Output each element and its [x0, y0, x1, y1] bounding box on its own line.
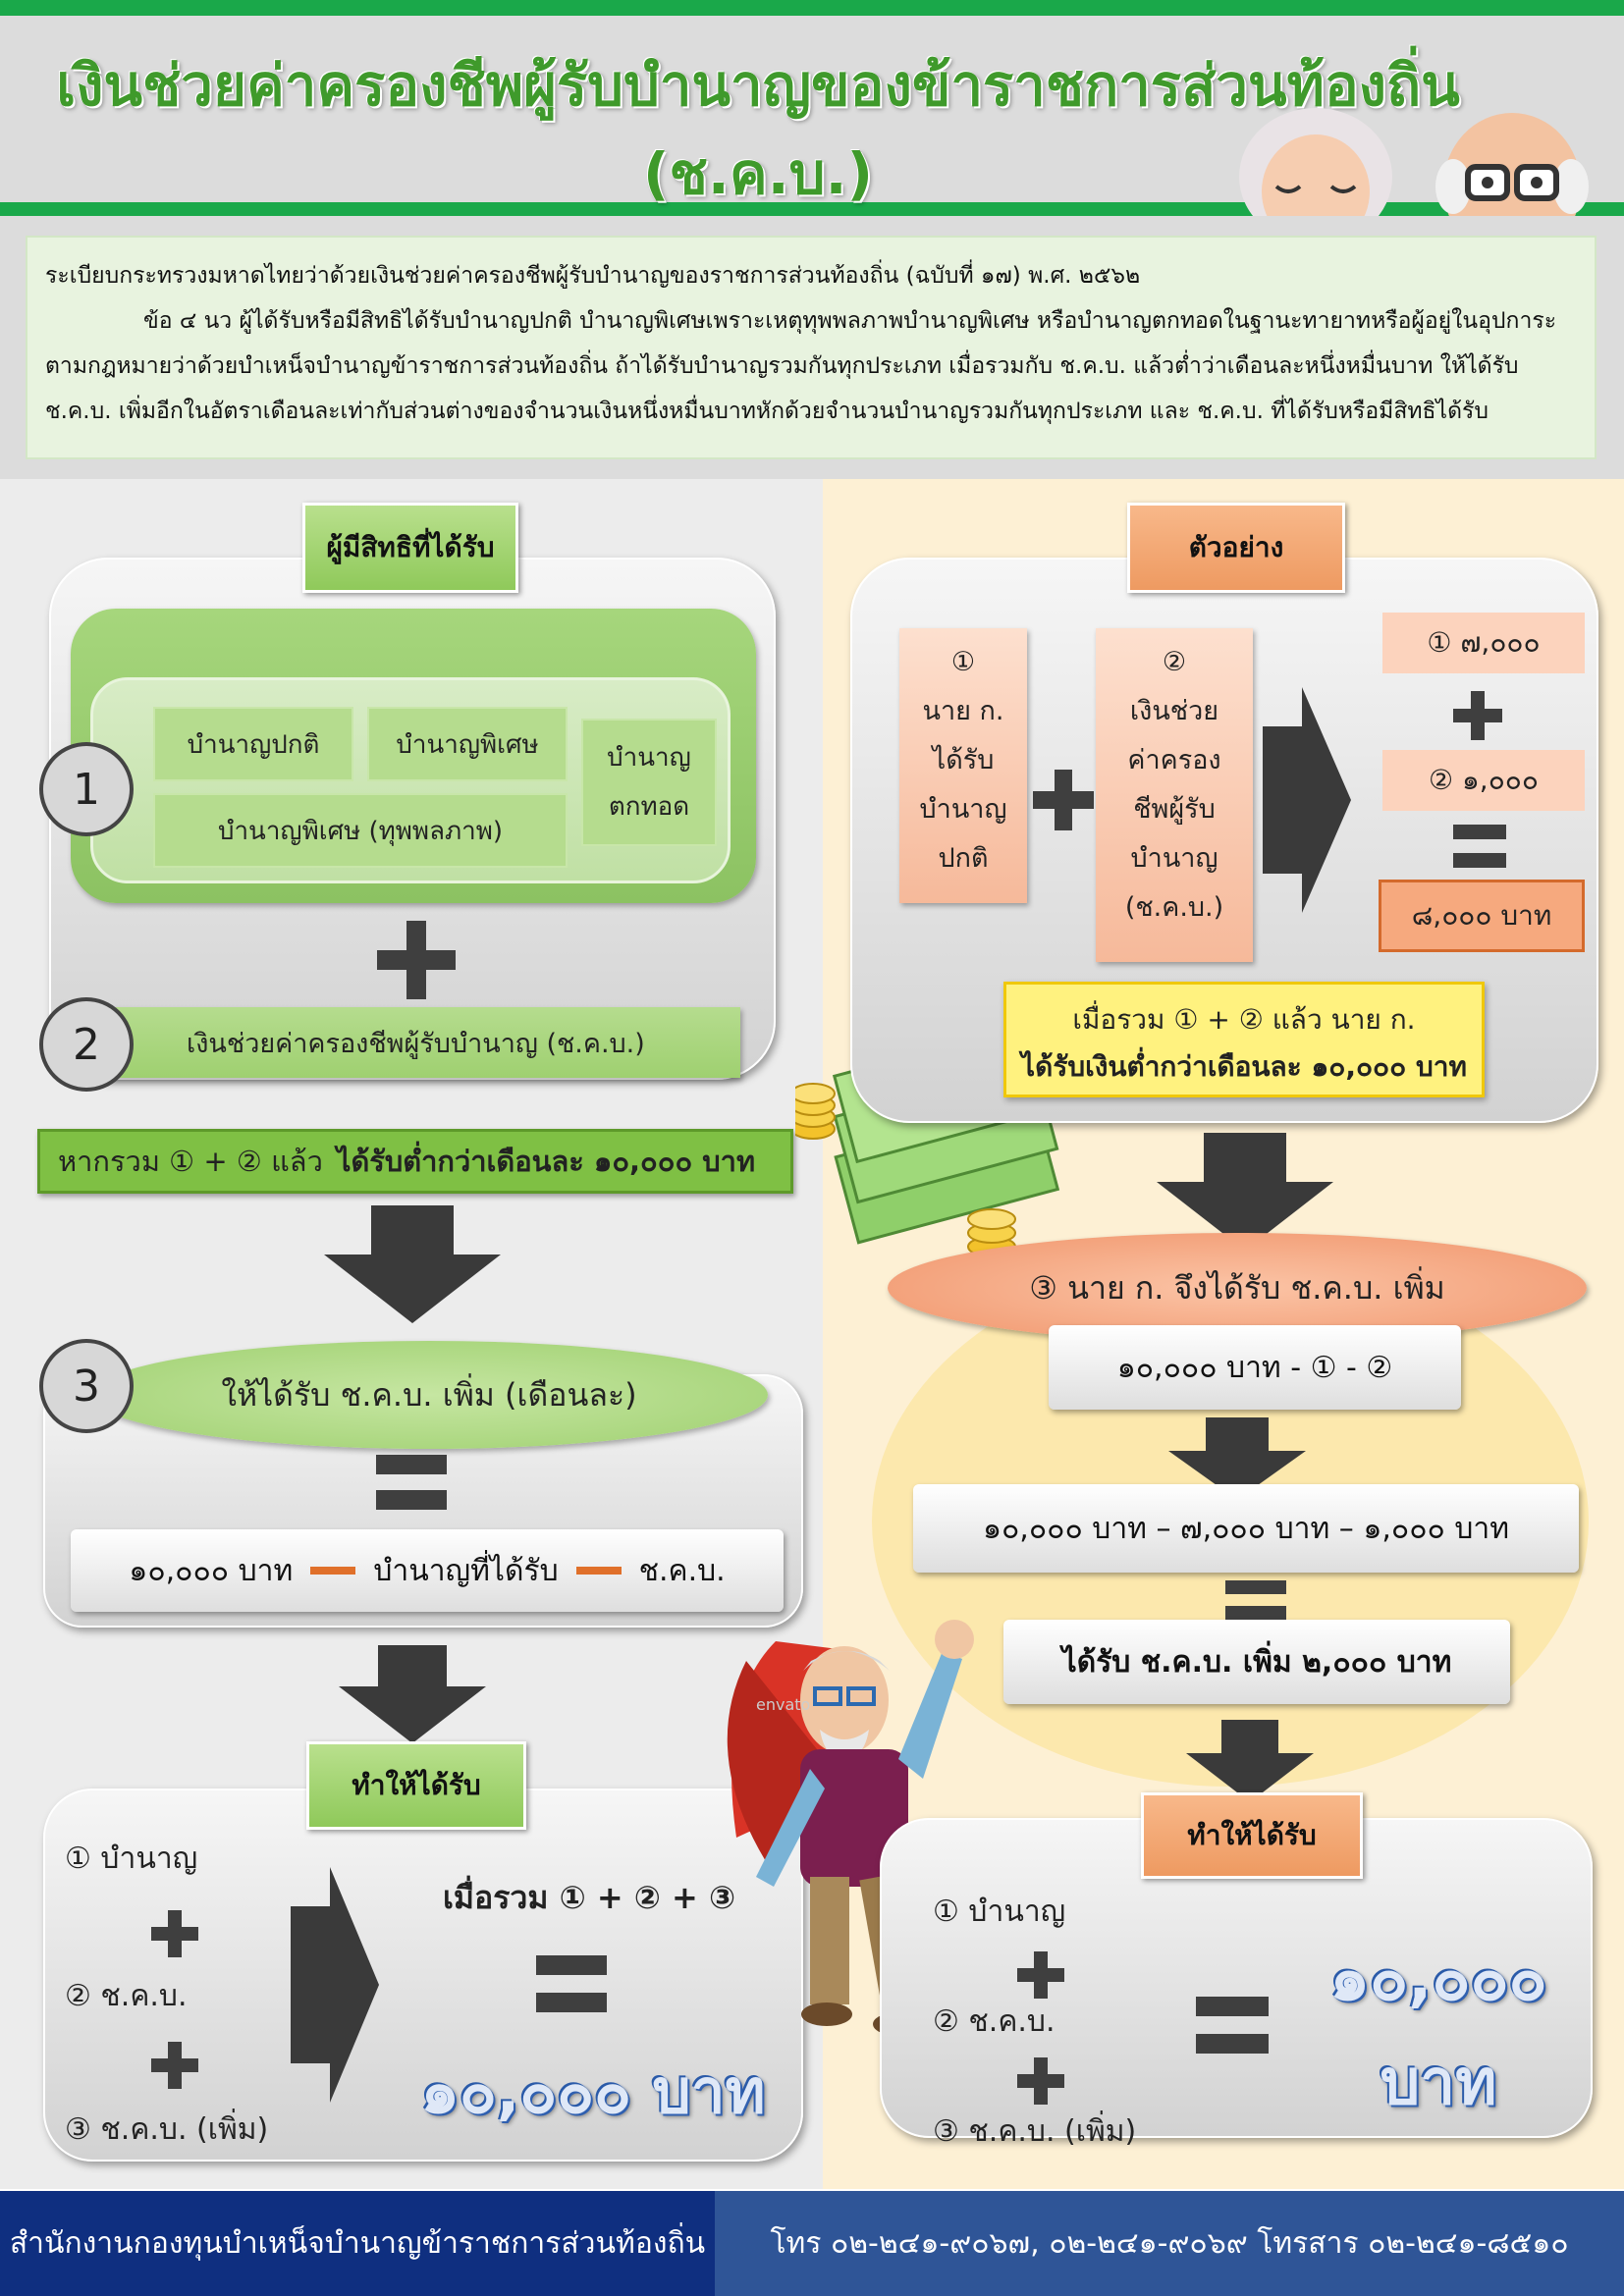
result-item-pension: ① บำนาญ [65, 1842, 198, 1876]
box-line: บำนาญ [1130, 843, 1218, 874]
down-arrow-icon [324, 1205, 501, 1323]
plus-icon [1453, 691, 1502, 740]
example-box-chkb: ② เงินช่วย ค่าครอง ชีพผู้รับ บำนาญ (ช.ค.… [1096, 628, 1253, 962]
sum-text: เมื่อรวม ① + ② + ③ [442, 1879, 736, 1916]
pension-type-disability: บำนาญพิเศษ (ทุพพลภาพ) [153, 793, 568, 868]
footer-office: สำนักงานกองทุนบำเหน็จบำนาญข้าราชการส่วนท… [0, 2191, 715, 2296]
example-value-pension: ① ๗,๐๐๐ [1382, 613, 1585, 673]
equals-icon [1196, 1997, 1269, 2054]
result-panel [43, 1789, 803, 2162]
example-note: เมื่อรวม ① + ② แล้ว นาย ก. ได้รับเงินต่ำ… [1003, 982, 1485, 1097]
step-3-header: ให้ได้รับ ช.ค.บ. เพิ่ม (เดือนละ) [90, 1341, 768, 1449]
box-line: ค่าครอง [1127, 745, 1221, 775]
box-line: บำนาญ [919, 794, 1007, 825]
formula-chkb: ช.ค.บ. [638, 1553, 726, 1588]
down-arrow-icon [339, 1645, 486, 1743]
result-label: ทำให้ได้รับ [306, 1741, 526, 1830]
minus-icon [310, 1567, 356, 1575]
equals-icon [1453, 825, 1506, 868]
box-line: ได้รับ [932, 745, 995, 775]
pension-type-inherited: บำนาญ ตกทอด [581, 719, 717, 846]
watermark-text: envato [756, 1695, 810, 1714]
box-line: ปกติ [938, 843, 989, 874]
regulation-box: ระเบียบกระทรวงมหาดไทยว่าด้วยเงินช่วยค่าค… [26, 236, 1597, 459]
formula-pension: บำนาญที่ได้รับ [373, 1553, 559, 1588]
pension-type-regular: บำนาญปกติ [153, 707, 353, 781]
box-line: เงินช่วย [1129, 696, 1219, 726]
example-result-item-chkb: ② ช.ค.บ. [933, 2004, 1056, 2039]
example-result-item-chkb-extra: ③ ช.ค.บ. (เพิ่ม) [933, 2114, 1137, 2149]
example-note-line1: เมื่อรวม ① + ② แล้ว นาย ก. [1072, 1003, 1416, 1036]
condition-prefix: หากรวม ① + ② แล้ว [58, 1145, 323, 1178]
eligible-label: ผู้มีสิทธิที่ได้รับ [302, 503, 518, 593]
page-subtitle: (ช.ค.บ.) [642, 140, 874, 207]
down-arrow-icon [1157, 1133, 1333, 1251]
step-2-number: 2 [39, 997, 134, 1092]
box-line: (ช.ค.บ.) [1124, 892, 1224, 923]
box-line: นาย ก. [922, 696, 1004, 726]
calc-step-2: ๑๐,๐๐๐ บาท – ๗,๐๐๐ บาท – ๑,๐๐๐ บาท [913, 1484, 1579, 1573]
box-number: ① [950, 647, 976, 677]
page-title: เงินช่วยค่าครองชีพผู้รับบำนาญของข้าราชกา… [56, 52, 1460, 119]
plus-icon [151, 2042, 198, 2089]
box-number: ② [1162, 647, 1187, 677]
equals-icon [1225, 1580, 1286, 1620]
footer-contact: โทร ๐๒-๒๔๑-๙๐๖๗, ๐๒-๒๔๑-๙๐๖๙ โทรสาร ๐๒-๒… [770, 2226, 1569, 2261]
step-1-number: 1 [39, 742, 134, 836]
regulation-paragraph: ข้อ ๔ นว ผู้ได้รับหรือมีสิทธิได้รับบำนาญ… [45, 308, 1557, 424]
right-arrow-icon [291, 1867, 379, 2103]
regulation-heading: ระเบียบกระทรวงมหาดไทยว่าด้วยเงินช่วยค่าค… [45, 263, 1141, 289]
example-value-chkb: ② ๑,๐๐๐ [1382, 750, 1585, 811]
header-top-bar [0, 0, 1624, 16]
example-result-item-pension: ① บำนาญ [933, 1895, 1066, 1929]
example-total-unit: บาท [1380, 2047, 1497, 2119]
plus-icon [377, 921, 456, 999]
plus-icon [1033, 770, 1094, 830]
example-note-line2: ได้รับเงินต่ำกว่าเดือนละ ๑๐,๐๐๐ บาท [1021, 1050, 1467, 1083]
header-divider [0, 202, 1624, 216]
box-line: ชีพผู้รับ [1133, 794, 1216, 825]
down-arrow-icon [1186, 1720, 1314, 1802]
right-arrow-icon [1263, 687, 1351, 913]
example-label: ตัวอย่าง [1127, 503, 1345, 593]
plus-icon [151, 1910, 198, 1957]
equals-icon [376, 1455, 447, 1510]
calc-step-3: ได้รับ ช.ค.บ. เพิ่ม ๒,๐๐๐ บาท [1003, 1620, 1510, 1704]
minus-icon [575, 1567, 622, 1575]
condition-threshold: ได้รับต่ำกว่าเดือนละ ๑๐,๐๐๐ บาท [336, 1145, 756, 1178]
example-step-3-header: ③ นาย ก. จึงได้รับ ช.ค.บ. เพิ่ม [888, 1233, 1587, 1343]
pension-type-special: บำนาญพิเศษ [367, 707, 568, 781]
result-item-chkb: ② ช.ค.บ. [65, 1979, 188, 2013]
condition-bar: หากรวม ① + ② แล้ว ได้รับต่ำกว่าเดือนละ ๑… [37, 1129, 793, 1194]
example-total-amount: ๑๐,๐๐๐ [1329, 1943, 1547, 2015]
example-result-label: ทำให้ได้รับ [1141, 1792, 1363, 1879]
plus-icon [1017, 1951, 1064, 1999]
total-amount: ๑๐,๐๐๐ บาท [420, 2056, 766, 2127]
down-arrow-icon [1168, 1417, 1306, 1500]
formula-base: ๑๐,๐๐๐ บาท [129, 1553, 294, 1588]
example-value-total: ๘,๐๐๐ บาท [1379, 880, 1585, 952]
step-3-number: 3 [39, 1339, 134, 1433]
calc-step-1: ๑๐,๐๐๐ บาท - ① - ② [1049, 1325, 1461, 1410]
plus-icon [1017, 2057, 1064, 2105]
equals-icon [536, 1955, 607, 2012]
result-item-chkb-extra: ③ ช.ค.บ. (เพิ่ม) [65, 2112, 269, 2147]
formula-bar: ๑๐,๐๐๐ บาท บำนาญที่ได้รับ ช.ค.บ. [71, 1529, 784, 1612]
example-box-pension: ① นาย ก. ได้รับ บำนาญ ปกติ [899, 628, 1027, 903]
step-2-box: เงินช่วยค่าครองชีพผู้รับบำนาญ (ช.ค.บ.) [108, 1007, 740, 1078]
